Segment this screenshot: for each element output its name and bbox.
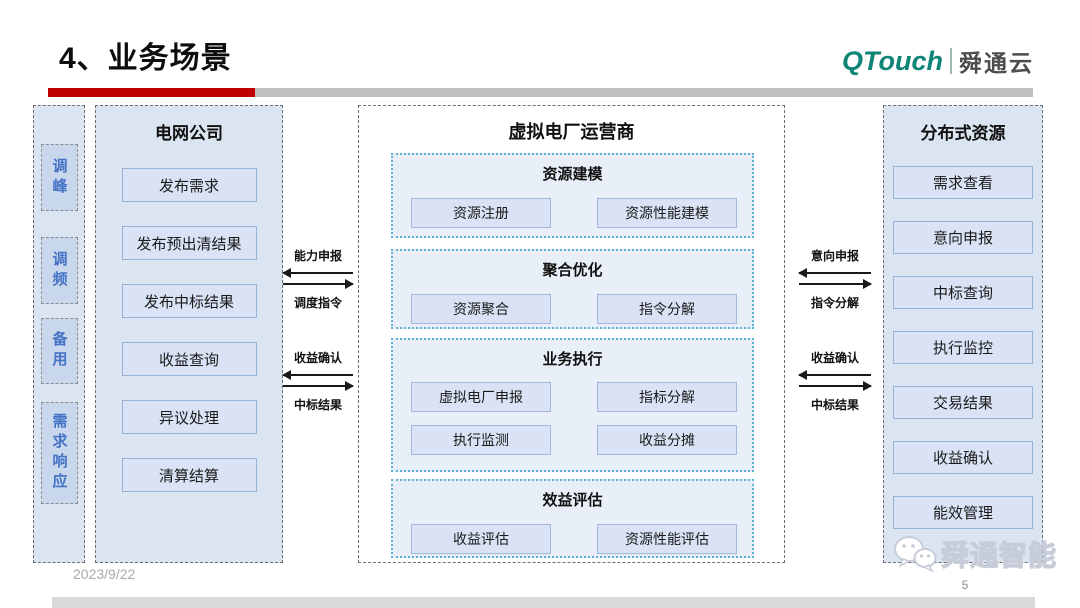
grid-item-publish-demand: 发布需求 bbox=[121, 168, 257, 202]
watermark-text: 舜通智能 bbox=[940, 539, 1058, 571]
section-title: 聚合优化 bbox=[542, 262, 603, 279]
flow-label-intention-declaration: 意向申报 bbox=[810, 249, 859, 263]
arrow-right-icon bbox=[799, 381, 872, 391]
arrow-right-icon bbox=[283, 279, 354, 289]
vpp-operator-panel: 虚拟电厂运营商 资源建模 资源注册 资源性能建模 聚合优化 资源聚合 指令分解 … bbox=[358, 105, 785, 563]
flow-label-dispatch-instruction: 调度指令 bbox=[293, 296, 342, 310]
vpp-item-resource-aggregation: 资源聚合 bbox=[411, 294, 551, 324]
grid-item-revenue-query: 收益查询 bbox=[121, 342, 257, 376]
grid-item-pre-clearing-results: 发布预出清结果 bbox=[121, 226, 257, 260]
dist-item-award-query: 中标查询 bbox=[893, 276, 1033, 309]
qtouch-logo-text: QTouch bbox=[842, 45, 943, 76]
title-underline-gray bbox=[255, 88, 1033, 97]
section-resource-modeling: 资源建模 资源注册 资源性能建模 bbox=[391, 153, 754, 238]
flow-label-revenue-confirmation: 收益确认 bbox=[293, 351, 342, 365]
arrow-left-icon bbox=[282, 268, 353, 278]
arrow-left-icon bbox=[282, 370, 353, 380]
vpp-item-vpp-declaration: 虚拟电厂申报 bbox=[411, 382, 551, 412]
dist-item-execution-monitoring: 执行监控 bbox=[893, 331, 1033, 364]
section-title: 业务执行 bbox=[542, 351, 603, 368]
section-benefit-evaluation: 效益评估 收益评估 资源性能评估 bbox=[391, 479, 754, 558]
vpp-item-resource-registration: 资源注册 bbox=[411, 198, 551, 228]
page-number: 5 bbox=[961, 578, 969, 592]
flow-vpp-dist-upper: 意向申报 指令分解 bbox=[789, 247, 881, 311]
vpp-item-revenue-allocation: 收益分摊 bbox=[597, 425, 737, 455]
flow-label-instruction-decomposition: 指令分解 bbox=[810, 296, 859, 310]
dist-item-energy-efficiency-management: 能效管理 bbox=[893, 496, 1033, 529]
scenario-demand-response: 需求响应 bbox=[40, 402, 78, 504]
flow-label-award-result: 中标结果 bbox=[810, 398, 859, 412]
grid-company-title: 电网公司 bbox=[155, 124, 223, 143]
section-title: 资源建模 bbox=[542, 166, 603, 183]
flow-grid-vpp-upper: 能力申报 调度指令 bbox=[279, 247, 357, 311]
brand-name: 舜通云 bbox=[959, 50, 1034, 76]
footer-bar bbox=[52, 597, 1035, 608]
dist-item-demand-view: 需求查看 bbox=[893, 166, 1033, 199]
scenario-frequency-regulation: 调频 bbox=[40, 237, 78, 304]
grid-company-panel: 电网公司 发布需求 发布预出清结果 发布中标结果 收益查询 异议处理 清算结算 bbox=[95, 105, 283, 563]
scenario-peak-shaving: 调峰 bbox=[40, 144, 78, 211]
flow-vpp-dist-lower: 收益确认 中标结果 bbox=[789, 349, 881, 413]
watermark: 舜通智能 bbox=[893, 534, 1057, 574]
scenario-reserve: 备用 bbox=[40, 318, 78, 384]
vpp-item-revenue-evaluation: 收益评估 bbox=[411, 524, 551, 554]
grid-item-clearing-settlement: 清算结算 bbox=[121, 458, 257, 492]
distributed-resources-title: 分布式资源 bbox=[920, 124, 1006, 143]
section-aggregation-optimization: 聚合优化 资源聚合 指令分解 bbox=[391, 249, 754, 329]
flow-label-award-result: 中标结果 bbox=[293, 398, 342, 412]
arrow-right-icon bbox=[283, 381, 354, 391]
vpp-item-indicator-decomposition: 指标分解 bbox=[597, 382, 737, 412]
flow-label-revenue-confirmation: 收益确认 bbox=[810, 351, 859, 365]
page-title: 4、业务场景 bbox=[59, 42, 232, 75]
dist-item-intention-declaration: 意向申报 bbox=[893, 221, 1033, 254]
arrow-left-icon bbox=[798, 370, 871, 380]
title-underline-red bbox=[48, 88, 255, 97]
dist-item-trade-results: 交易结果 bbox=[893, 386, 1033, 419]
slide-date: 2023/9/22 bbox=[73, 566, 136, 582]
vpp-item-resource-performance-evaluation: 资源性能评估 bbox=[597, 524, 737, 554]
flow-label-capacity-declaration: 能力申报 bbox=[293, 249, 342, 263]
vpp-item-execution-monitoring: 执行监测 bbox=[411, 425, 551, 455]
distributed-resources-panel: 分布式资源 需求查看 意向申报 中标查询 执行监控 交易结果 收益确认 能效管理 bbox=[883, 105, 1043, 563]
dist-item-revenue-confirmation: 收益确认 bbox=[893, 441, 1033, 474]
logo-divider bbox=[950, 48, 952, 74]
wechat-icon bbox=[894, 536, 937, 573]
arrow-right-icon bbox=[799, 279, 872, 289]
scenario-sidebar: 调峰 调频 备用 需求响应 bbox=[33, 105, 85, 563]
company-logo: QTouch 舜通云 bbox=[842, 44, 1034, 78]
vpp-item-instruction-decomposition: 指令分解 bbox=[597, 294, 737, 324]
section-title: 效益评估 bbox=[542, 492, 603, 509]
flow-grid-vpp-lower: 收益确认 中标结果 bbox=[279, 349, 357, 413]
grid-item-award-results: 发布中标结果 bbox=[121, 284, 257, 318]
vpp-operator-title: 虚拟电厂运营商 bbox=[508, 122, 635, 142]
section-business-execution: 业务执行 虚拟电厂申报 指标分解 执行监测 收益分摊 bbox=[391, 338, 754, 472]
grid-item-dispute-handling: 异议处理 bbox=[121, 400, 257, 434]
arrow-left-icon bbox=[798, 268, 871, 278]
vpp-item-resource-performance-modeling: 资源性能建模 bbox=[597, 198, 737, 228]
